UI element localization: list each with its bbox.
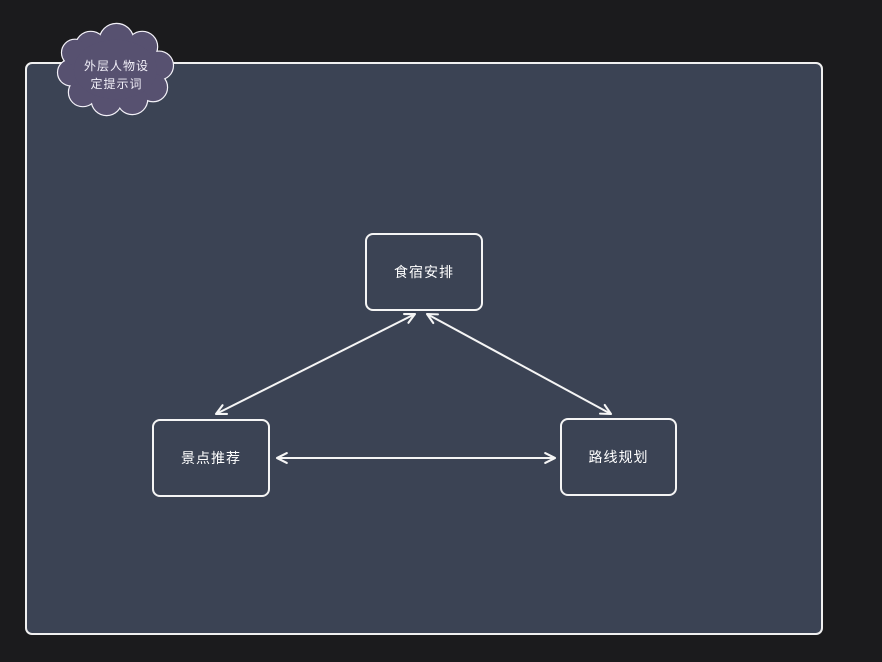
node-accommodation-label: 食宿安排 [394,264,454,280]
cloud-label-line1: 外层人物设 [83,58,149,73]
node-accommodation[interactable]: 食宿安排 [365,233,483,311]
cloud-label-line2: 定提示词 [90,76,143,91]
node-attractions[interactable]: 景点推荐 [152,419,270,497]
node-route[interactable]: 路线规划 [560,418,677,496]
cloud-icon [56,22,175,117]
node-route-label: 路线规划 [588,449,649,465]
outer-container-shape[interactable] [25,62,823,635]
cloud-label: 外层人物设 定提示词 [55,26,178,123]
node-attractions-label: 景点推荐 [181,450,241,466]
cloud-shape[interactable]: 外层人物设 定提示词 [55,21,178,118]
